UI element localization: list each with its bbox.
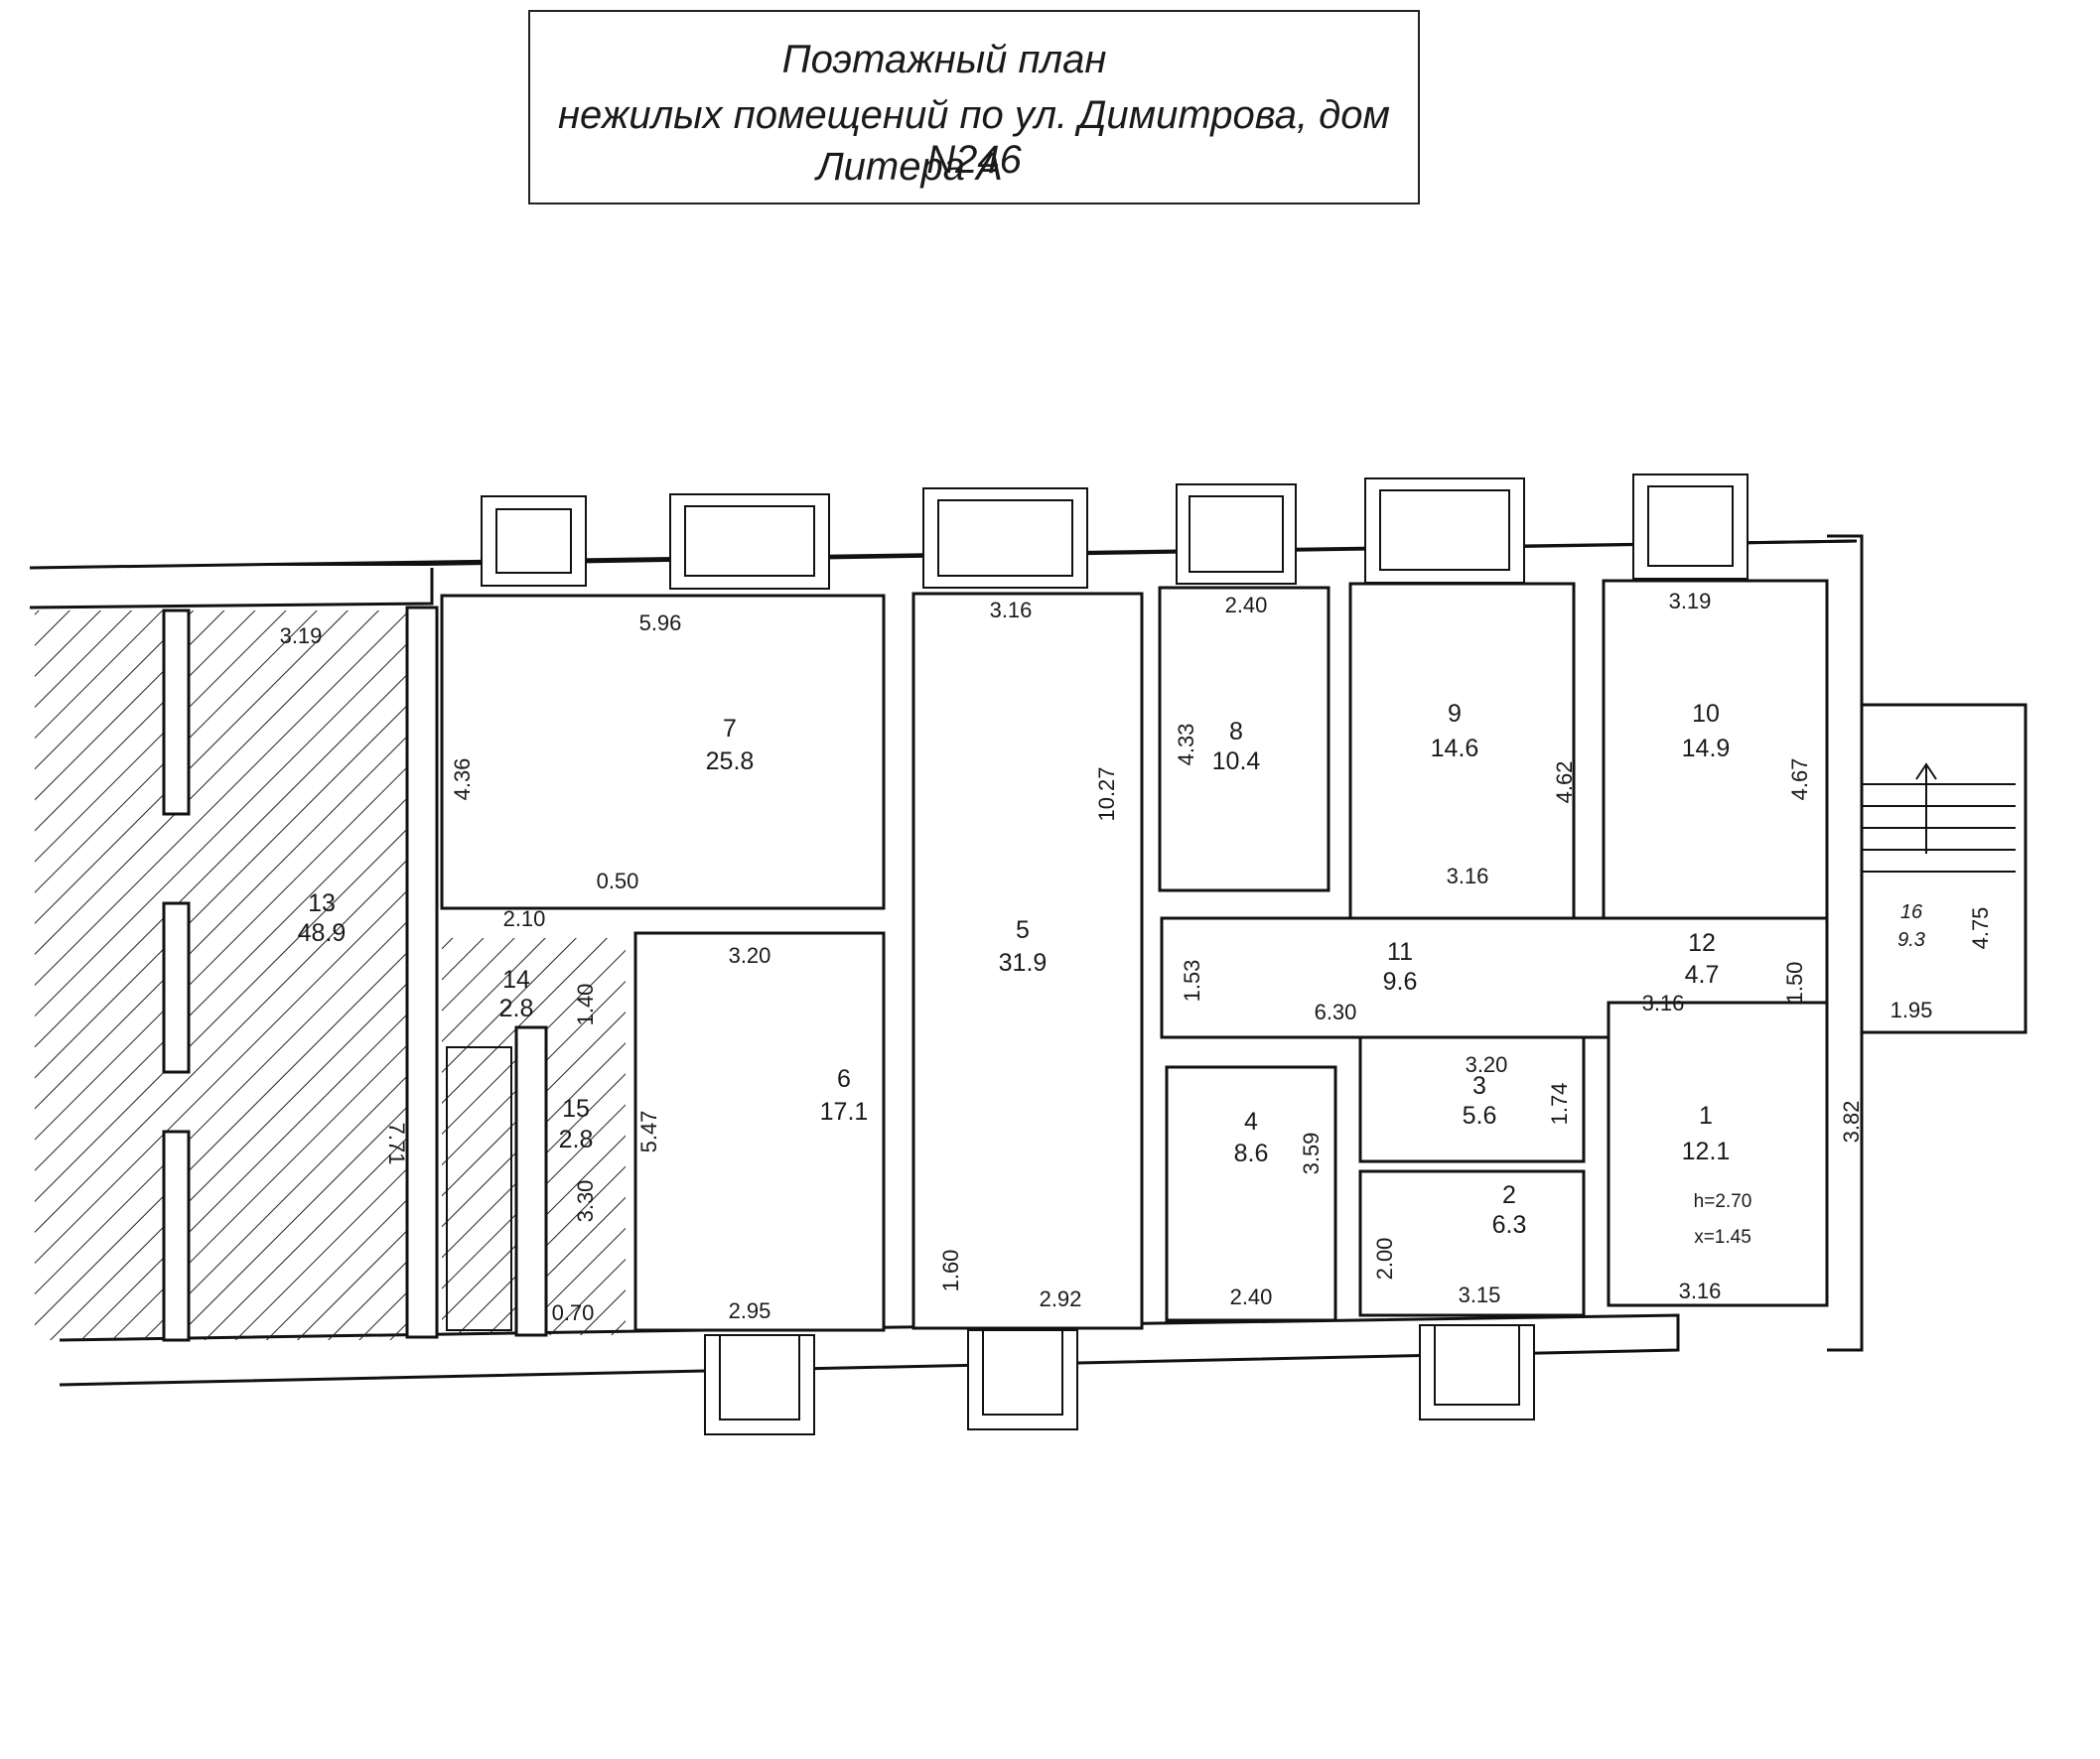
dim-label: 2.10 — [503, 906, 546, 931]
dim-label: 2.92 — [1040, 1286, 1082, 1311]
dim-label: 5.47 — [636, 1111, 661, 1153]
room-13-area — [35, 606, 439, 1342]
room-area-7: 25.8 — [706, 747, 755, 775]
room-1 — [1607, 1001, 1829, 1307]
room-label-10: 10 — [1692, 700, 1720, 728]
dim-label: 3.19 — [280, 623, 323, 648]
dim-label: 3.82 — [1839, 1101, 1864, 1144]
dim-label: 7.71 — [384, 1123, 409, 1165]
room-area-3: 5.6 — [1463, 1102, 1497, 1130]
room-area-11: 9.6 — [1383, 968, 1418, 996]
x-note: x=1.45 — [1694, 1227, 1751, 1248]
dim-label: 2.00 — [1372, 1238, 1397, 1281]
dim-label: 0.50 — [597, 869, 639, 893]
room-area-5: 31.9 — [999, 949, 1048, 977]
room-5 — [911, 592, 1144, 1330]
dim-label: 3.16 — [1642, 991, 1685, 1015]
dim-label: 3.20 — [729, 943, 771, 968]
room-label-2: 2 — [1502, 1181, 1516, 1209]
dim-label: 1.40 — [573, 984, 598, 1026]
dim-label: 1.74 — [1547, 1083, 1572, 1126]
dim-label: 2.40 — [1225, 593, 1268, 617]
room-label-1: 1 — [1699, 1102, 1713, 1130]
rooms — [440, 579, 2028, 1332]
dim-label: 5.96 — [639, 610, 682, 635]
room-10 — [1602, 579, 1829, 920]
room-label-12: 12 — [1688, 929, 1716, 957]
room-16 — [1860, 703, 2028, 1034]
room-area-8: 10.4 — [1212, 747, 1261, 775]
dim-label: 3.16 — [990, 598, 1033, 622]
room-label-9: 9 — [1448, 700, 1462, 728]
dim-label: 10.27 — [1094, 766, 1119, 821]
room-9 — [1348, 582, 1576, 921]
room-label-4: 4 — [1244, 1108, 1258, 1136]
room-area-10: 14.9 — [1682, 735, 1731, 762]
room-area-16: 9.3 — [1897, 929, 1925, 951]
room-area-14: 2.8 — [499, 995, 534, 1022]
dim-label: 2.40 — [1230, 1285, 1273, 1309]
dim-label: 1.60 — [938, 1250, 963, 1292]
dim-label: 1.53 — [1180, 960, 1204, 1003]
ceiling-height-note: h=2.70 — [1694, 1191, 1752, 1212]
room-label-8: 8 — [1229, 718, 1243, 745]
dim-label: 1.95 — [1890, 998, 1933, 1022]
room-7 — [440, 594, 886, 910]
windows-bottom — [704, 1324, 1535, 1435]
dim-label: 3.20 — [1466, 1052, 1508, 1077]
dim-label: 4.67 — [1787, 758, 1812, 801]
plan-address: нежилых помещений по ул. Димитрова, дом … — [558, 93, 1390, 182]
room-label-15: 15 — [562, 1095, 590, 1123]
plan-title-box: Поэтажный план нежилых помещений по ул. … — [528, 10, 1420, 204]
room-label-16: 16 — [1900, 901, 1923, 923]
windows-top — [481, 474, 1749, 590]
room-8 — [1158, 586, 1330, 892]
dim-label: 4.62 — [1552, 761, 1577, 804]
dim-label: 1.50 — [1782, 962, 1807, 1005]
dim-label: 3.30 — [573, 1180, 598, 1223]
room-area-2: 6.3 — [1492, 1211, 1527, 1239]
dim-label: 3.59 — [1299, 1133, 1324, 1175]
room-4 — [1165, 1065, 1337, 1322]
dim-label: 4.36 — [450, 758, 475, 801]
plan-litera: Литера А — [816, 145, 1003, 189]
room-label-6: 6 — [837, 1065, 851, 1093]
dim-label: 3.16 — [1679, 1279, 1722, 1303]
room-area-4: 8.6 — [1234, 1140, 1269, 1167]
dim-label: 3.19 — [1669, 589, 1712, 613]
room-area-6: 17.1 — [820, 1098, 869, 1126]
room-6 — [633, 931, 886, 1332]
room-2 — [1358, 1169, 1586, 1317]
room-label-5: 5 — [1016, 916, 1030, 944]
room-label-3: 3 — [1472, 1072, 1486, 1100]
room-labels: 1 12.1 2 6.3 3 5.6 4 8.6 5 31.9 6 17.1 7… — [298, 700, 1925, 1239]
room-area-12: 4.7 — [1685, 961, 1720, 989]
dim-label: 4.33 — [1174, 724, 1198, 766]
stair-16 — [1862, 762, 2016, 873]
dim-label: 3.15 — [1459, 1283, 1501, 1307]
dim-label: 3.16 — [1447, 864, 1489, 888]
room-area-9: 14.6 — [1431, 735, 1479, 762]
room-1-notes: h=2.70 x=1.45 — [1694, 1191, 1752, 1248]
room-area-15: 2.8 — [559, 1126, 594, 1153]
room-14-15-area — [442, 938, 626, 1337]
dim-label: 2.95 — [729, 1298, 771, 1323]
room-area-1: 12.1 — [1682, 1138, 1731, 1165]
room-area-13: 48.9 — [298, 919, 347, 947]
plan-title: Поэтажный план — [781, 38, 1107, 81]
room-label-13: 13 — [308, 889, 336, 917]
room-label-11: 11 — [1387, 938, 1413, 966]
room-label-7: 7 — [723, 715, 737, 743]
room-3 — [1358, 1035, 1586, 1163]
dim-label: 6.30 — [1315, 1000, 1357, 1024]
room-label-14: 14 — [502, 966, 530, 994]
dimension-labels: 3.19 5.96 3.16 2.40 3.19 4.36 0.50 10.27… — [280, 589, 1993, 1325]
dim-label: 0.70 — [552, 1300, 595, 1325]
dim-label: 4.75 — [1968, 907, 1993, 950]
